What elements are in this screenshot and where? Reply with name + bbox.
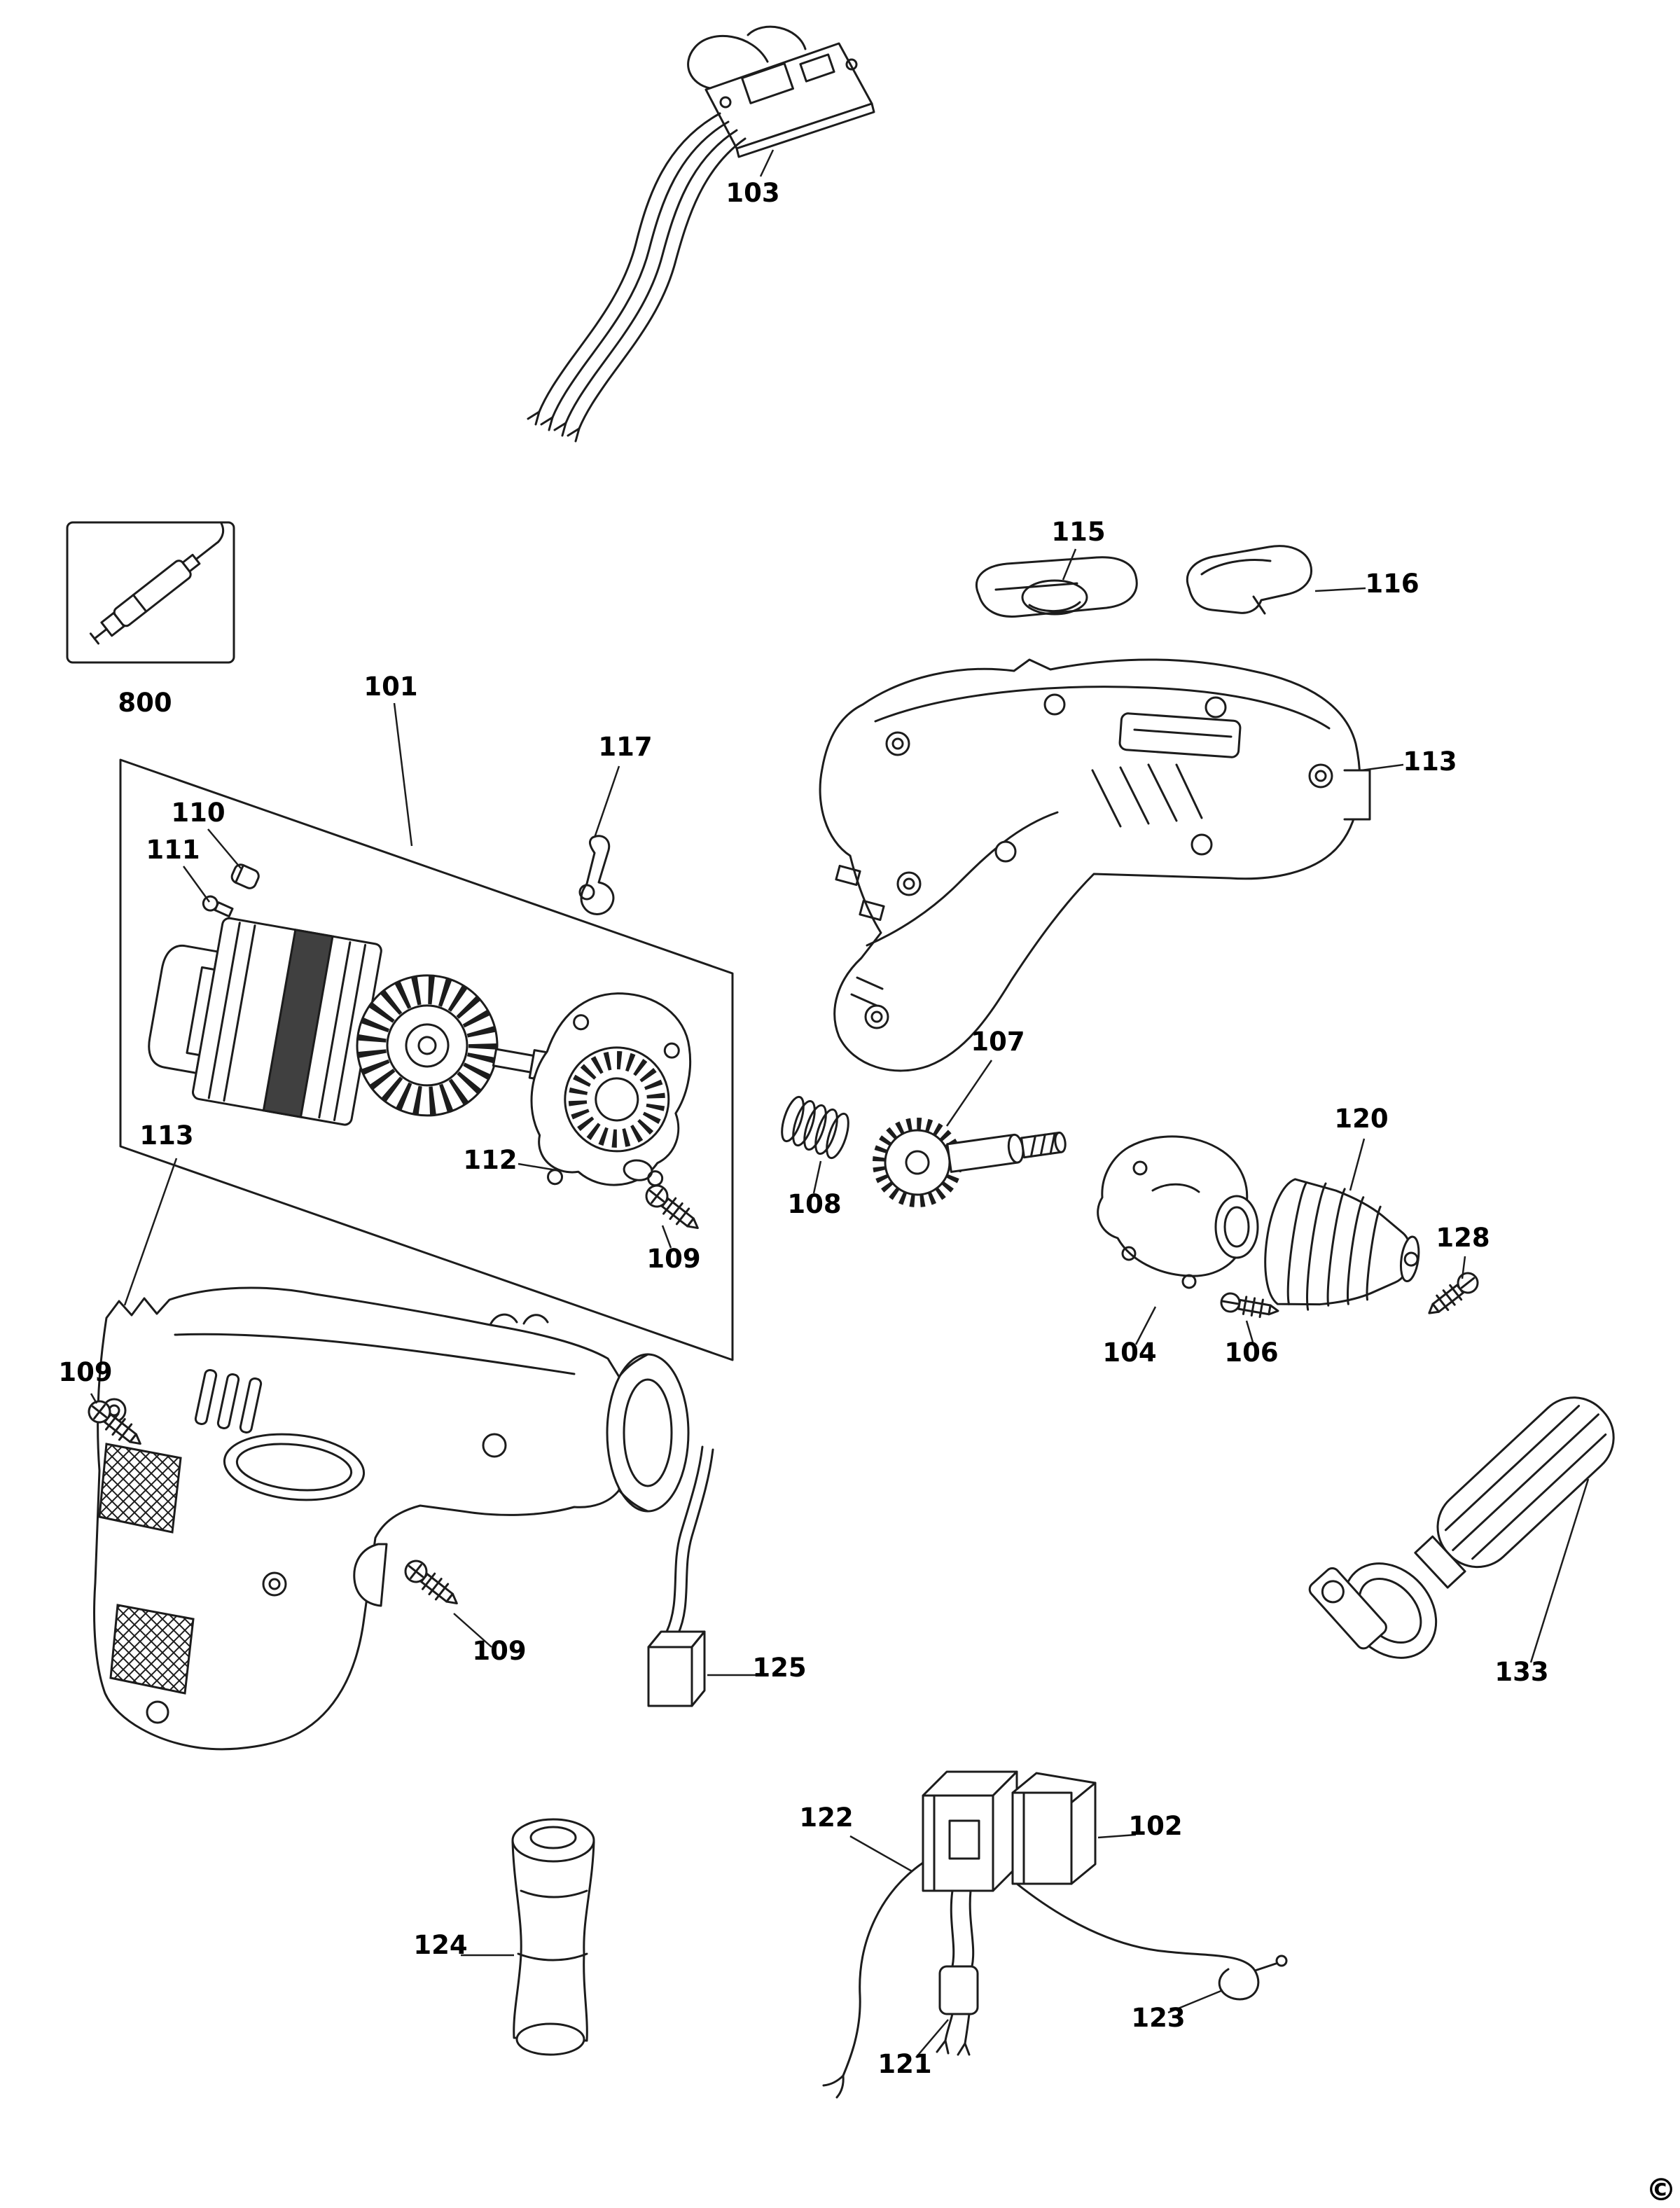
part-label-121: 121 bbox=[877, 2049, 931, 2079]
part-label-117: 117 bbox=[598, 732, 652, 762]
part-label-122: 122 bbox=[799, 1803, 853, 1833]
clip-illustration bbox=[578, 835, 615, 915]
part-label-107: 107 bbox=[971, 1027, 1025, 1057]
part-label-113b: 113 bbox=[139, 1120, 193, 1151]
brush-cap-illustration bbox=[230, 863, 260, 889]
part-label-102: 102 bbox=[1128, 1811, 1182, 1841]
part-label-108: 108 bbox=[787, 1189, 841, 1219]
screw-illustration-128 bbox=[1428, 1272, 1479, 1314]
leader-109c bbox=[453, 1613, 492, 1648]
grease-tube-illustration bbox=[66, 521, 235, 664]
part-label-123: 123 bbox=[1131, 2003, 1185, 2033]
part-label-110: 110 bbox=[171, 798, 225, 828]
leader-113a bbox=[1361, 763, 1404, 772]
leader-107 bbox=[945, 1060, 993, 1127]
gear-housing-illustration bbox=[1097, 1135, 1259, 1289]
leader-111 bbox=[182, 866, 211, 903]
part-label-109a: 109 bbox=[646, 1244, 700, 1274]
part-label-125: 125 bbox=[752, 1653, 806, 1683]
copyright-mark: © bbox=[1646, 2172, 1676, 2208]
switch-lead-wires bbox=[822, 1861, 1288, 2099]
part-label-109c: 109 bbox=[472, 1636, 526, 1666]
spindle-gear-illustration bbox=[871, 1116, 1067, 1209]
chuck-illustration bbox=[1264, 1178, 1420, 1311]
switch-illustration bbox=[922, 1770, 1097, 1892]
motor-assembly-boundary bbox=[119, 758, 734, 1361]
slider-button-illustration bbox=[975, 556, 1138, 618]
part-label-104: 104 bbox=[1102, 1338, 1156, 1368]
leader-123 bbox=[1167, 1989, 1223, 2014]
part-label-111: 111 bbox=[146, 835, 200, 865]
leader-106 bbox=[1245, 1320, 1255, 1345]
leader-120 bbox=[1349, 1138, 1366, 1191]
screw-illustration-109a bbox=[645, 1184, 699, 1230]
leader-117 bbox=[593, 765, 620, 838]
brush-screw-illustration bbox=[202, 895, 234, 918]
leader-108 bbox=[812, 1160, 822, 1194]
circuit-board-illustration bbox=[527, 25, 875, 443]
part-label-113a: 113 bbox=[1403, 747, 1457, 777]
screw-illustration-109b bbox=[88, 1400, 141, 1445]
housing-half-right-illustration bbox=[819, 658, 1371, 1072]
part-label-109b: 109 bbox=[58, 1357, 112, 1387]
part-label-112: 112 bbox=[463, 1145, 517, 1175]
lock-button-illustration bbox=[1186, 545, 1312, 615]
leader-112 bbox=[518, 1162, 561, 1172]
leader-110 bbox=[207, 828, 242, 869]
part-label-124: 124 bbox=[413, 1930, 467, 1960]
leader-104 bbox=[1134, 1306, 1157, 1345]
capacitor-illustration bbox=[647, 1445, 714, 1707]
leader-122 bbox=[849, 1835, 912, 1873]
leader-109a bbox=[661, 1225, 672, 1249]
drill-body-illustration bbox=[93, 1286, 690, 1751]
part-labels: 103 800 101 110 111 117 112 109 115 116 … bbox=[58, 178, 1676, 2208]
part-label-133: 133 bbox=[1494, 1657, 1548, 1687]
part-label-106: 106 bbox=[1224, 1338, 1278, 1368]
leader-121 bbox=[915, 2019, 949, 2058]
bearing-support-illustration bbox=[530, 992, 692, 1187]
handle-grip-illustration bbox=[511, 1818, 595, 2056]
leader-128 bbox=[1461, 1256, 1466, 1279]
part-label-800: 800 bbox=[118, 688, 172, 718]
leader-109b bbox=[90, 1393, 98, 1404]
leader-lines bbox=[90, 149, 1590, 2058]
part-label-120: 120 bbox=[1334, 1104, 1388, 1134]
leader-133 bbox=[1529, 1478, 1590, 1663]
screw-illustration-106 bbox=[1220, 1292, 1279, 1319]
leader-113b bbox=[123, 1158, 178, 1306]
leader-116 bbox=[1314, 587, 1366, 592]
motor-illustration bbox=[148, 917, 569, 1126]
leader-102 bbox=[1097, 1833, 1137, 1839]
screw-illustration-109c bbox=[404, 1560, 458, 1605]
part-label-128: 128 bbox=[1436, 1223, 1490, 1253]
side-handle-illustration bbox=[1308, 1396, 1615, 1659]
leader-103 bbox=[759, 149, 775, 177]
part-label-116: 116 bbox=[1365, 569, 1419, 599]
leader-101 bbox=[393, 702, 413, 847]
part-label-103: 103 bbox=[726, 178, 779, 208]
spring-illustration bbox=[781, 1095, 849, 1160]
part-label-101: 101 bbox=[363, 672, 417, 702]
part-label-115: 115 bbox=[1051, 517, 1105, 547]
leader-115 bbox=[1062, 548, 1077, 581]
